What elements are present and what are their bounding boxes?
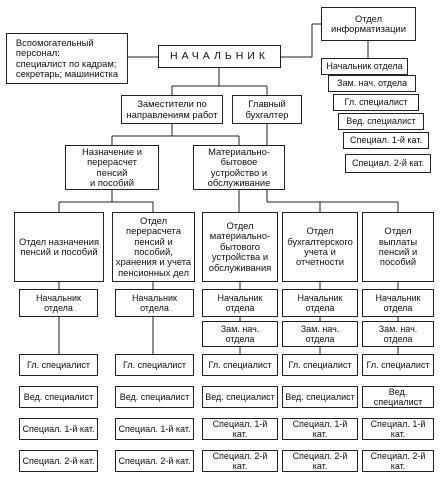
- dept-3-staff-2: Зам. нач. отдела: [202, 321, 278, 347]
- it-staff-3: Гл. специалист: [333, 94, 419, 111]
- dept-3-staff-5: Специал. 1-й кат.: [202, 418, 278, 440]
- department-1: Отдел назначения пенсий и пособий: [14, 212, 104, 282]
- dept-5-staff-6: Специал. 2-й кат.: [362, 450, 434, 472]
- it-staff-6: Специал. 2-й кат.: [345, 154, 431, 173]
- dept-3-staff-1: Начальник отдела: [202, 289, 278, 317]
- department-4: Отдел бухгалтерского учета и отчетности: [282, 212, 358, 282]
- dept-1-staff-2: Гл. специалист: [19, 354, 98, 376]
- dept-4-staff-1: Начальник отдела: [282, 289, 358, 317]
- department-2: Отдел перерасчета пенсий и пособий, хран…: [112, 212, 195, 282]
- dept-5-staff-5: Специал. 1-й кат.: [362, 418, 434, 440]
- head-box: НАЧАЛЬНИК: [158, 45, 281, 68]
- dept-4-staff-5: Специал. 1-й кат.: [282, 418, 358, 440]
- chief-accountant-box: Главный бухгалтер: [232, 95, 302, 124]
- dept-5-staff-2: Зам. нач. отдела: [362, 321, 434, 347]
- dept-5-staff-1: Начальник отдела: [362, 289, 434, 317]
- dept-5-staff-4: Вед. специалист: [362, 386, 434, 408]
- department-3: Отдел материально- бытового устройства и…: [202, 212, 278, 282]
- department-5: Отдел выплаты пенсий и пособий: [362, 212, 434, 282]
- it-staff-5: Специал. 1-й кат.: [343, 132, 429, 149]
- dept-3-staff-6: Специал. 2-й кат.: [202, 450, 278, 472]
- dept-2-staff-3: Вед. специалист: [115, 386, 194, 408]
- dept-2-staff-1: Начальник отдела: [115, 289, 194, 317]
- it-staff-4: Вед. специалист: [338, 113, 424, 130]
- dept-4-staff-6: Специал. 2-й кат.: [282, 450, 358, 472]
- dept-5-staff-3: Гл. специалист: [362, 354, 434, 376]
- dept-1-staff-1: Начальник отдела: [19, 289, 98, 317]
- dept-2-staff-2: Гл. специалист: [115, 354, 194, 376]
- dept-1-staff-5: Специал. 2-й кат.: [19, 450, 98, 472]
- dept-4-staff-4: Вед. специалист: [282, 386, 358, 408]
- dept-3-staff-3: Гл. специалист: [202, 354, 278, 376]
- pensions-direction-box: Назначение и перерасчет пенсий и пособий: [65, 145, 159, 190]
- material-direction-box: Материально- бытовое устройство и обслуж…: [193, 145, 285, 190]
- dept-2-staff-5: Специал. 2-й кат.: [115, 450, 194, 472]
- auxiliary-staff-box: Вспомогательный персонал: специалист по …: [6, 33, 128, 84]
- dept-2-staff-4: Специал. 1-й кат.: [115, 418, 194, 440]
- dept-4-staff-2: Зам. нач. отдела: [282, 321, 358, 347]
- it-staff-2: Зам. нач. отдела: [328, 75, 416, 92]
- dept-3-staff-4: Вед. специалист: [202, 386, 278, 408]
- dept-1-staff-3: Вед. специалист: [19, 386, 98, 408]
- dept-1-staff-4: Специал. 1-й кат.: [19, 418, 98, 440]
- it-department-box: Отдел информатизации: [321, 7, 416, 41]
- deputies-box: Заместители по направлениям работ: [121, 95, 223, 124]
- it-staff-1: Начальник отдела: [321, 58, 408, 75]
- dept-4-staff-3: Гл. специалист: [282, 354, 358, 376]
